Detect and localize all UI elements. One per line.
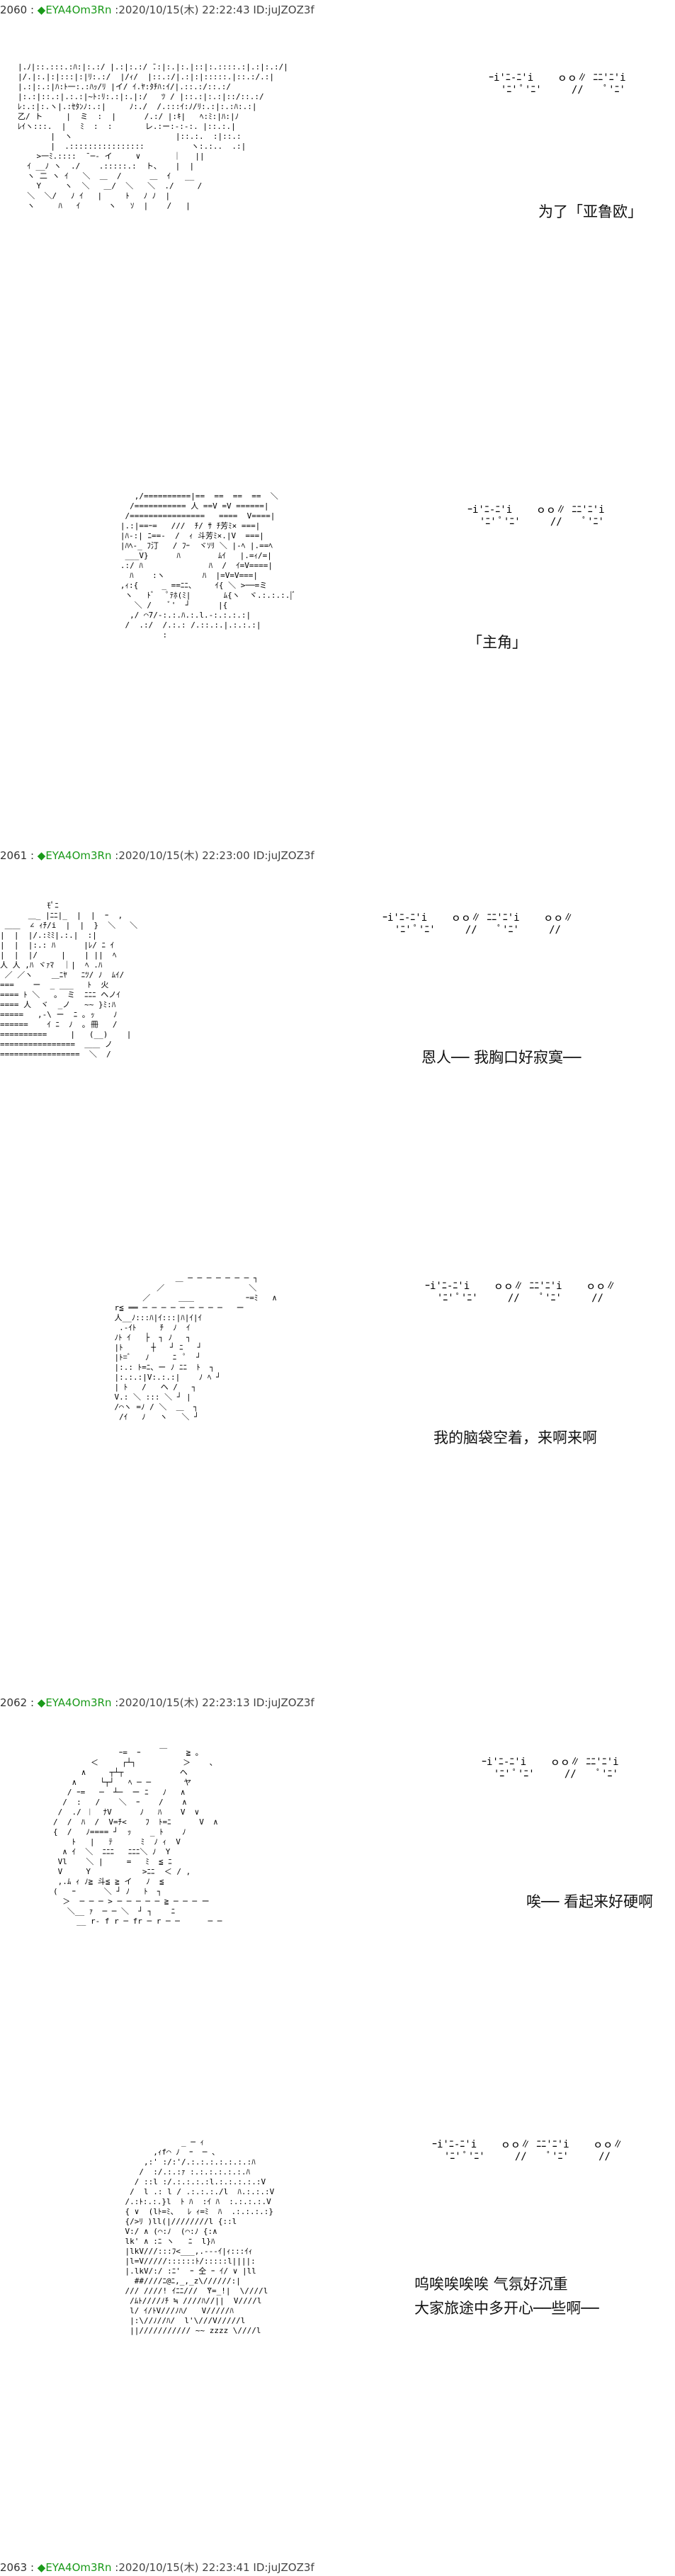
dialogue-caption: 大家旅途中多开心──些啊── — [414, 2300, 599, 2317]
ascii-art: ｰ= ｰ ￣ ≧ ｡ ＜ ┌┴┐ ＞ 、 ∧ ┬┴┬ ヘ ∧ └┬┘ ﾍ ─ ─… — [53, 1748, 222, 1926]
post-number: 2062 : — [0, 1696, 34, 1709]
sound-effect: ｰi'ﾆ‐ﾆ'i ｏｏ∥ ﾆﾆ'ﾆ'i 'ﾆ' ﾟ'ﾆ' // ﾟ'ﾆ' — [489, 72, 626, 96]
sound-effect: ｰi'ﾆ‐ﾆ'i ｏｏ∥ ﾆﾆ'ﾆ'i 'ﾆ' ﾟ'ﾆ' // ﾟ'ﾆ' — [467, 504, 605, 528]
sound-effect: ｰi'ﾆ‐ﾆ'i ｏｏ∥ ﾆﾆ'ﾆ'i 'ﾆ' ﾟ'ﾆ' // ﾟ'ﾆ' — [482, 1757, 619, 1780]
post-meta: :2020/10/15(木) 22:23:13 ID:juJZOZ3f — [115, 1696, 314, 1709]
post-header: 2063 : ◆EYA4Om3Rn :2020/10/15(木) 22:23:4… — [0, 2559, 675, 2576]
poster-name[interactable]: ◆EYA4Om3Rn — [37, 1696, 112, 1709]
post-header: 2062 : ◆EYA4Om3Rn :2020/10/15(木) 22:23:1… — [0, 1694, 675, 1711]
dialogue-caption: 恩人── 我胸口好寂寞── — [421, 1049, 582, 1066]
ascii-art: ＿ ─ ─ ─ ─ ─ ─ ─ ┐ ／ ＼ ／ ＿＿ ｰ=ﾐ ∧ r≦ ══ ─… — [114, 1273, 277, 1422]
sound-effect: ｰi'ﾆ‐ﾆ'i ｏｏ∥ ﾆﾆ'ﾆ'i ｏｏ∥ 'ﾆ' ﾟ'ﾆ' // ﾟ'ﾆ'… — [432, 2139, 623, 2162]
ascii-art: _ ─ ｨ ,ｨf⌒ ﾉ ｰ ─ 、 ,:' :/:'/.:.:.:.:.:.:… — [125, 2138, 275, 2335]
post-meta: :2020/10/15(木) 22:23:41 ID:juJZOZ3f — [115, 2561, 314, 2574]
sound-effect: ｰi'ﾆ‐ﾆ'i ｏｏ∥ ﾆﾆ'ﾆ'i ｏｏ∥ 'ﾆ' ﾟ'ﾆ' // ﾟ'ﾆ'… — [425, 1281, 616, 1304]
dialogue-caption: 为了「亚鲁欧」 — [538, 203, 642, 220]
poster-name[interactable]: ◆EYA4Om3Rn — [37, 2561, 112, 2574]
post-number: 2063 : — [0, 2561, 34, 2574]
dialogue-caption: 呜唉唉唉唉 气氛好沉重 — [414, 2276, 568, 2293]
ascii-art: ﾓﾟﾆ ＿_ |ﾆﾆ|_ | | ｰ , ＿＿ ∠ ｨﾁ/i | | } ＼ ＼… — [0, 901, 138, 1059]
ascii-art: ,/==========|== == == == ＼ /=========== … — [120, 492, 296, 640]
post-header: 2061 : ◆EYA4Om3Rn :2020/10/15(木) 22:23:0… — [0, 847, 675, 864]
post-number: 2061 : — [0, 849, 34, 862]
sound-effect: ｰi'ﾆ‐ﾆ'i ｏｏ∥ ﾆﾆ'ﾆ'i ｏｏ∥ 'ﾆ' ﾟ'ﾆ' // ﾟ'ﾆ'… — [382, 912, 574, 936]
post-meta: :2020/10/15(木) 22:23:00 ID:juJZOZ3f — [115, 849, 314, 862]
dialogue-caption: 唉── 看起来好硬啊 — [526, 1893, 653, 1910]
poster-name[interactable]: ◆EYA4Om3Rn — [37, 849, 112, 862]
dialogue-caption: 我的脑袋空着，来啊来啊 — [433, 1429, 597, 1446]
dialogue-caption: 「主角」 — [467, 634, 527, 651]
poster-name[interactable]: ◆EYA4Om3Rn — [37, 4, 112, 16]
post-header: 2060 : ◆EYA4Om3Rn :2020/10/15(木) 22:22:4… — [0, 1, 675, 18]
ascii-art: |.ﾉ|::.:::.:ﾊ:|:.:/ |.:|:.:/ ̄.:|:.|:.|:… — [18, 62, 288, 210]
post-number: 2060 : — [0, 4, 34, 16]
post-meta: :2020/10/15(木) 22:22:43 ID:juJZOZ3f — [115, 4, 314, 16]
